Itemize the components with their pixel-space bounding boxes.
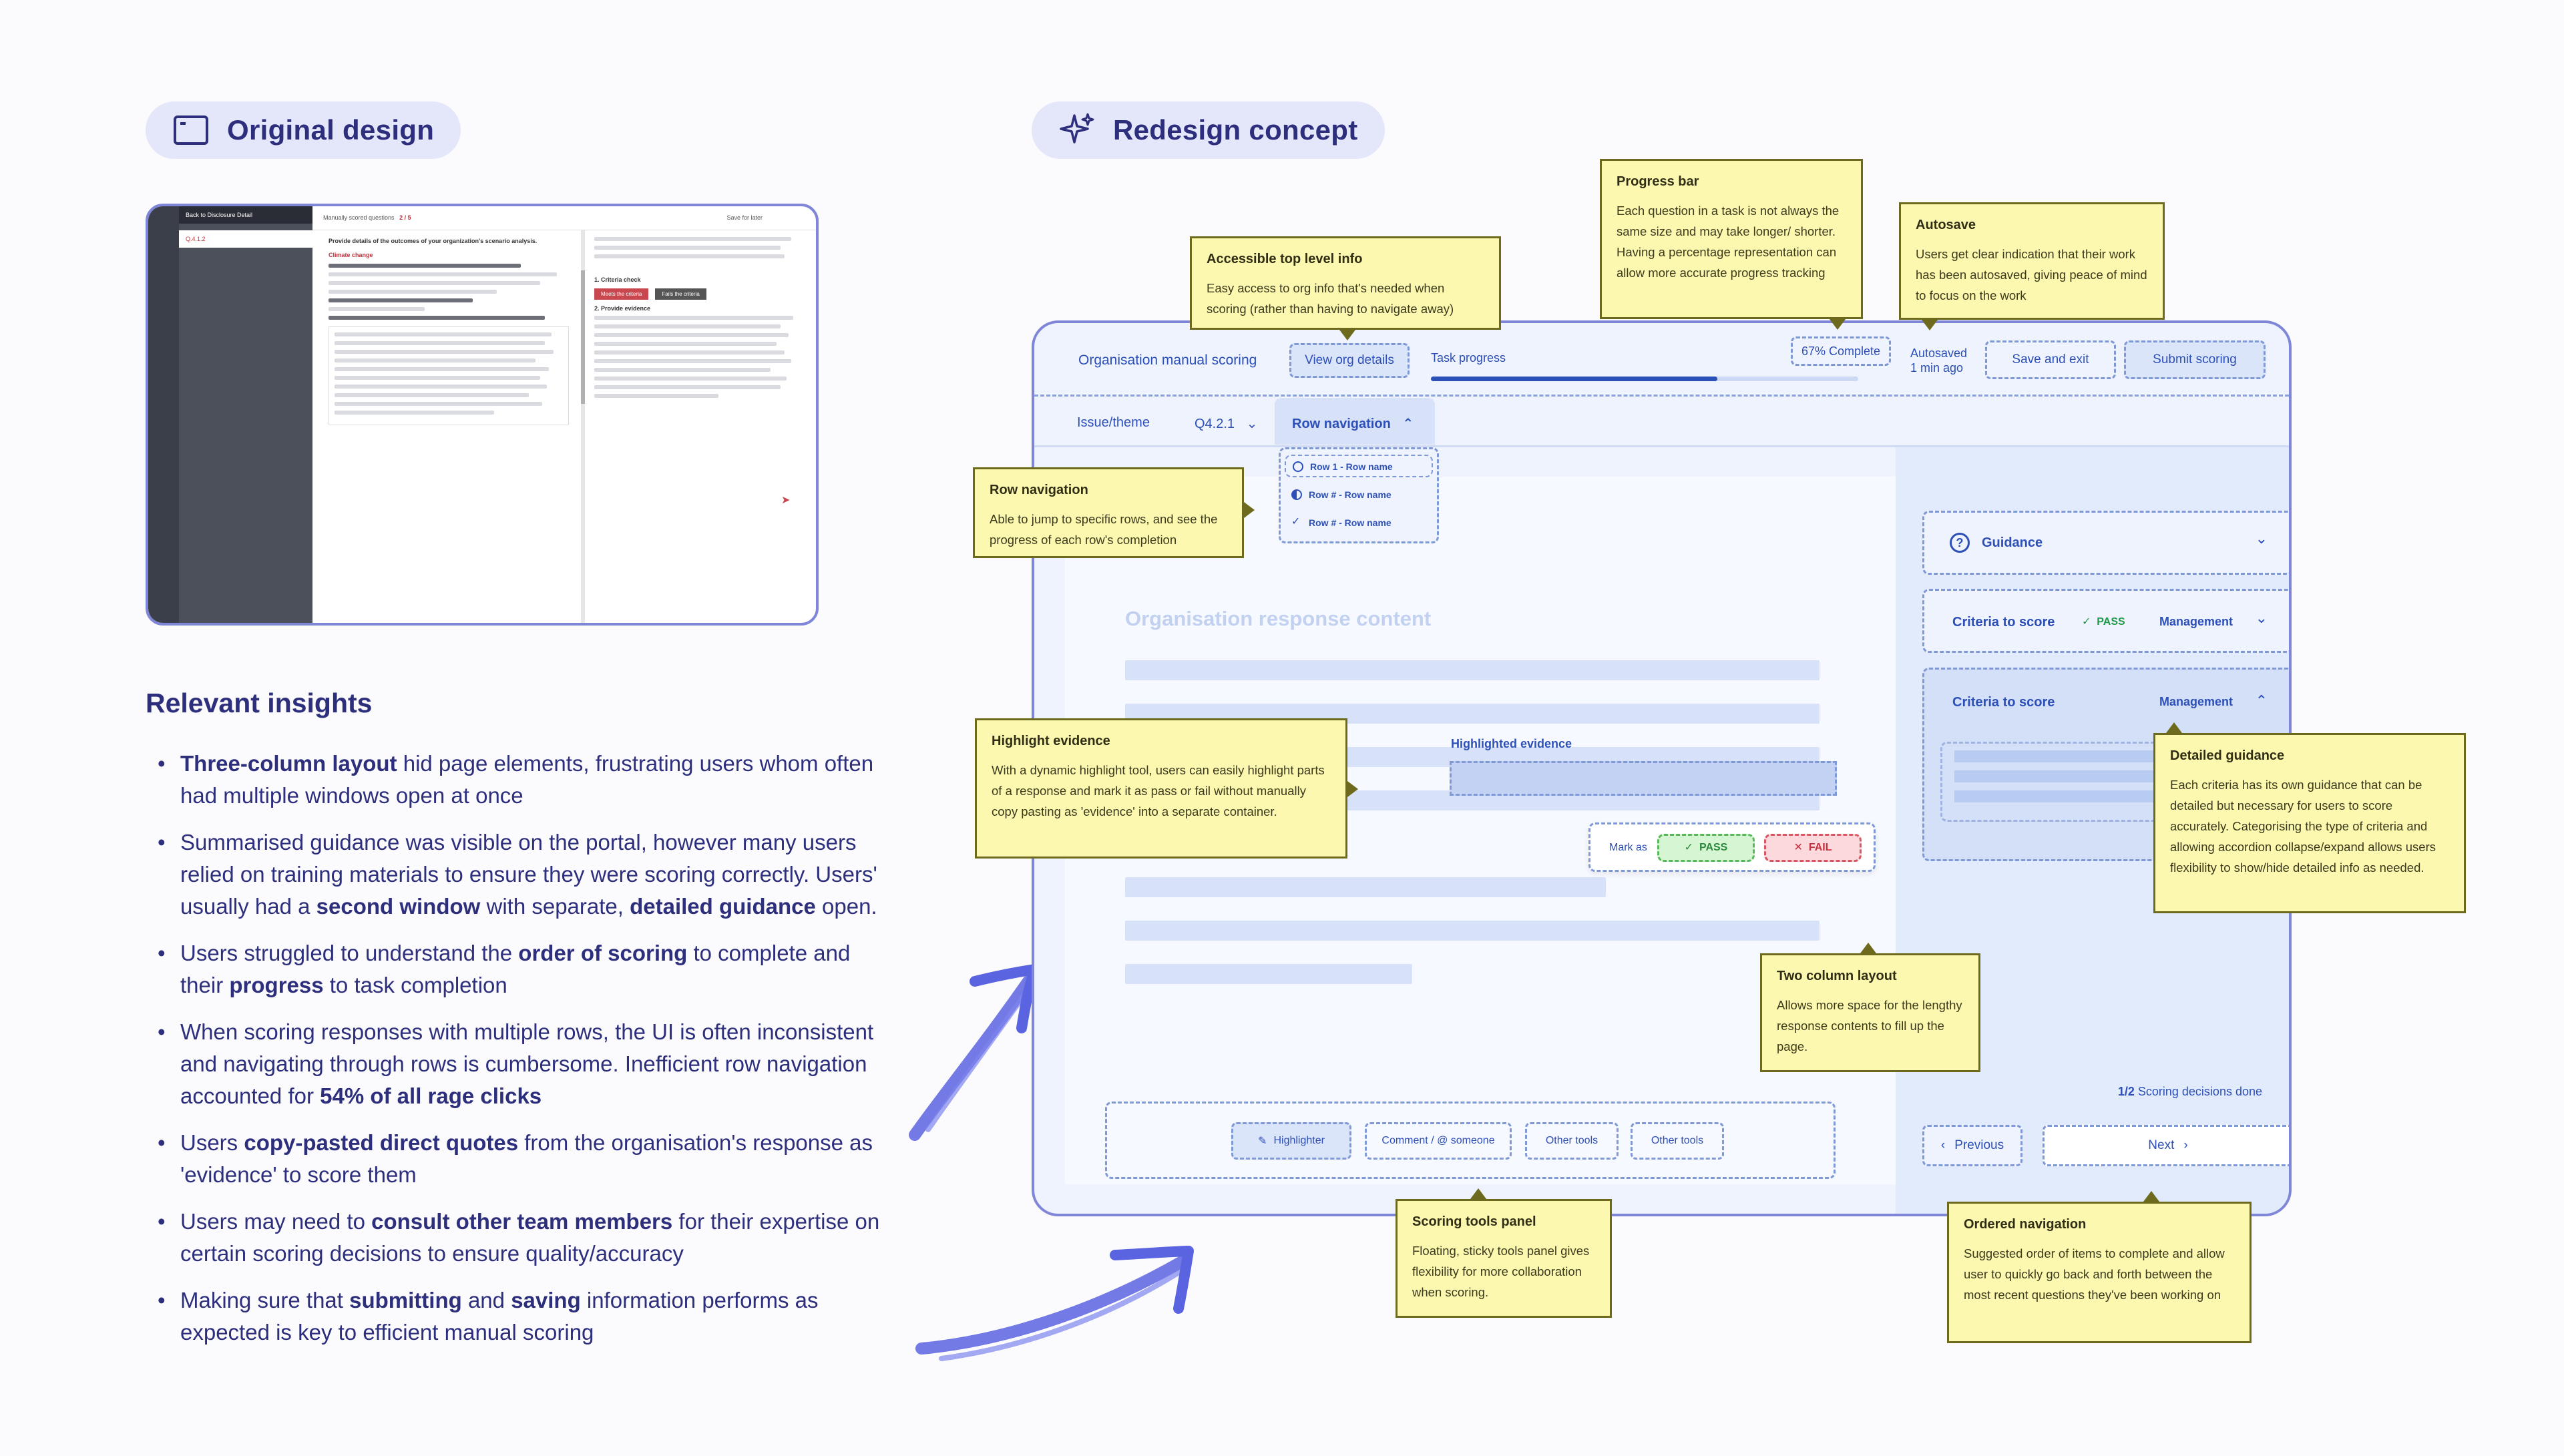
fail-button[interactable]: ✕ FAIL bbox=[1764, 834, 1862, 862]
task-progress-label: Task progress bbox=[1431, 351, 1506, 365]
insight-item: When scoring responses with multiple row… bbox=[158, 1016, 899, 1112]
criteria-accordion-collapsed[interactable]: Criteria to score ✓ PASS Management ⌄ bbox=[1922, 589, 2289, 653]
insight-item: Users copy-pasted direct quotes from the… bbox=[158, 1127, 899, 1191]
issue-theme-link[interactable]: Issue/theme bbox=[1077, 415, 1150, 430]
thumbnail-topbar: Manually scored questions 2 / 5 Save for… bbox=[312, 206, 816, 230]
highlighted-evidence[interactable] bbox=[1450, 761, 1837, 796]
thumbnail-selected-item: Q.4.1.2 bbox=[179, 230, 312, 248]
checkmark-icon: ✓ bbox=[1291, 516, 1301, 527]
insight-item: Three-column layout hid page elements, f… bbox=[158, 748, 899, 812]
response-heading: Organisation response content bbox=[1125, 607, 1432, 630]
row-menu-item[interactable]: ✓ Row # - Row name bbox=[1291, 516, 1392, 528]
insights-title: Relevant insights bbox=[146, 688, 373, 718]
thumbnail-guidance-column: 1. Criteria check Meets the criteria Fai… bbox=[594, 237, 801, 618]
chevron-down-icon: ⌄ bbox=[1246, 417, 1258, 431]
insight-item: Users struggled to understand the order … bbox=[158, 937, 899, 1001]
progress-percentage: 67% Complete bbox=[1791, 336, 1891, 366]
thumbnail-meets-button: Meets the criteria bbox=[594, 288, 649, 300]
callout-highlight-evidence: Highlight evidence With a dynamic highli… bbox=[975, 718, 1347, 859]
guidance-accordion[interactable]: ? Guidance ⌄ bbox=[1922, 511, 2289, 575]
brush-arrow-icon bbox=[915, 1246, 1194, 1361]
sparkle-icon bbox=[1060, 113, 1094, 144]
redesign-concept-heading: Redesign concept bbox=[1032, 101, 1385, 159]
other-tool[interactable]: Other tools bbox=[1525, 1122, 1619, 1160]
chevron-left-icon: ‹ bbox=[1940, 1138, 1946, 1152]
scoring-tools-panel: ✎Highlighter Comment / @ someone Other t… bbox=[1105, 1102, 1836, 1179]
thumbnail-sidebar: Back to Disclosure Detail Q.4.1.2 bbox=[179, 206, 312, 623]
insight-item: Making sure that submitting and saving i… bbox=[158, 1284, 899, 1349]
browser-window-icon bbox=[174, 115, 208, 145]
row-menu-item[interactable]: Row 1 - Row name bbox=[1285, 455, 1433, 477]
pass-button[interactable]: ✓ PASS bbox=[1657, 834, 1755, 862]
insight-item: Summarised guidance was visible on the p… bbox=[158, 826, 899, 923]
thumbnail-arrow-icon: ➤ bbox=[781, 495, 791, 506]
category-tag: Management bbox=[2159, 695, 2233, 708]
chevron-up-icon: ⌃ bbox=[2255, 692, 2268, 709]
next-button[interactable]: Next› bbox=[2043, 1125, 2289, 1166]
original-design-heading: Original design bbox=[146, 101, 461, 159]
callout-top-info: Accessible top level info Easy access to… bbox=[1190, 236, 1501, 330]
submit-scoring-button[interactable]: Submit scoring bbox=[2124, 340, 2266, 379]
thumbnail-back-link: Back to Disclosure Detail bbox=[179, 206, 312, 224]
thumbnail-question-column: Provide details of the outcomes of your … bbox=[329, 237, 569, 618]
highlighted-evidence-label: Highlighted evidence bbox=[1451, 737, 1572, 750]
previous-button[interactable]: ‹Previous bbox=[1922, 1125, 2022, 1166]
help-icon: ? bbox=[1950, 533, 1970, 553]
other-tool[interactable]: Other tools bbox=[1631, 1122, 1724, 1160]
row-navigation-dropdown[interactable]: Row navigation ⌃ bbox=[1292, 417, 1414, 431]
view-org-details-button[interactable]: View org details bbox=[1289, 343, 1410, 378]
original-design-thumbnail: Back to Disclosure Detail Q.4.1.2 Manual… bbox=[146, 204, 819, 626]
row-menu-item[interactable]: Row # - Row name bbox=[1285, 484, 1392, 500]
question-dropdown[interactable]: Q4.2.1 ⌄ bbox=[1195, 417, 1258, 431]
callout-two-column: Two column layout Allows more space for … bbox=[1760, 953, 1980, 1072]
callout-detailed-guidance: Detailed guidance Each criteria has its … bbox=[2153, 733, 2466, 913]
mark-as-toolbar: Mark as ✓ PASS ✕ FAIL bbox=[1588, 822, 1876, 872]
chevron-down-icon: ⌄ bbox=[2255, 530, 2268, 547]
insights-list: Three-column layout hid page elements, f… bbox=[158, 748, 899, 1363]
chevron-down-icon: ⌄ bbox=[2255, 610, 2268, 626]
insight-item: Users may need to consult other team mem… bbox=[158, 1206, 899, 1270]
pencil-icon: ✎ bbox=[1258, 1136, 1267, 1147]
save-exit-button[interactable]: Save and exit bbox=[1985, 340, 2116, 379]
callout-scoring-tools: Scoring tools panel Floating, sticky too… bbox=[1396, 1199, 1612, 1318]
callout-row-navigation: Row navigation Able to jump to specific … bbox=[973, 467, 1244, 558]
half-circle-icon bbox=[1291, 489, 1302, 500]
callout-ordered-navigation: Ordered navigation Suggested order of it… bbox=[1947, 1202, 2252, 1343]
empty-circle-icon bbox=[1293, 461, 1303, 472]
scoring-decisions-count: 1/2 Scoring decisions done bbox=[2117, 1085, 2262, 1098]
chevron-up-icon: ⌃ bbox=[1402, 417, 1414, 431]
pass-status-badge: ✓ PASS bbox=[2082, 616, 2125, 628]
mockup-header: Organisation manual scoring View org det… bbox=[1034, 323, 2289, 397]
row-navigation-menu: Row 1 - Row name Row # - Row name ✓ Row … bbox=[1279, 447, 1439, 543]
comment-tool[interactable]: Comment / @ someone bbox=[1365, 1122, 1512, 1160]
callout-autosave: Autosave Users get clear indication that… bbox=[1899, 202, 2165, 320]
thumbnail-rail bbox=[148, 206, 179, 623]
highlighter-tool[interactable]: ✎Highlighter bbox=[1231, 1122, 1351, 1160]
category-tag: Management bbox=[2159, 615, 2233, 628]
autosave-status: Autosaved 1 min ago bbox=[1910, 346, 1968, 375]
callout-progress-bar: Progress bar Each question in a task is … bbox=[1600, 159, 1863, 319]
thumbnail-fails-button: Fails the criteria bbox=[655, 288, 706, 300]
task-progress-bar bbox=[1431, 377, 1858, 381]
mockup-subnav: Issue/theme Q4.2.1 ⌄ Row navigation ⌃ bbox=[1034, 397, 2289, 447]
chevron-right-icon: › bbox=[2183, 1138, 2188, 1152]
app-title: Organisation manual scoring bbox=[1078, 352, 1257, 368]
